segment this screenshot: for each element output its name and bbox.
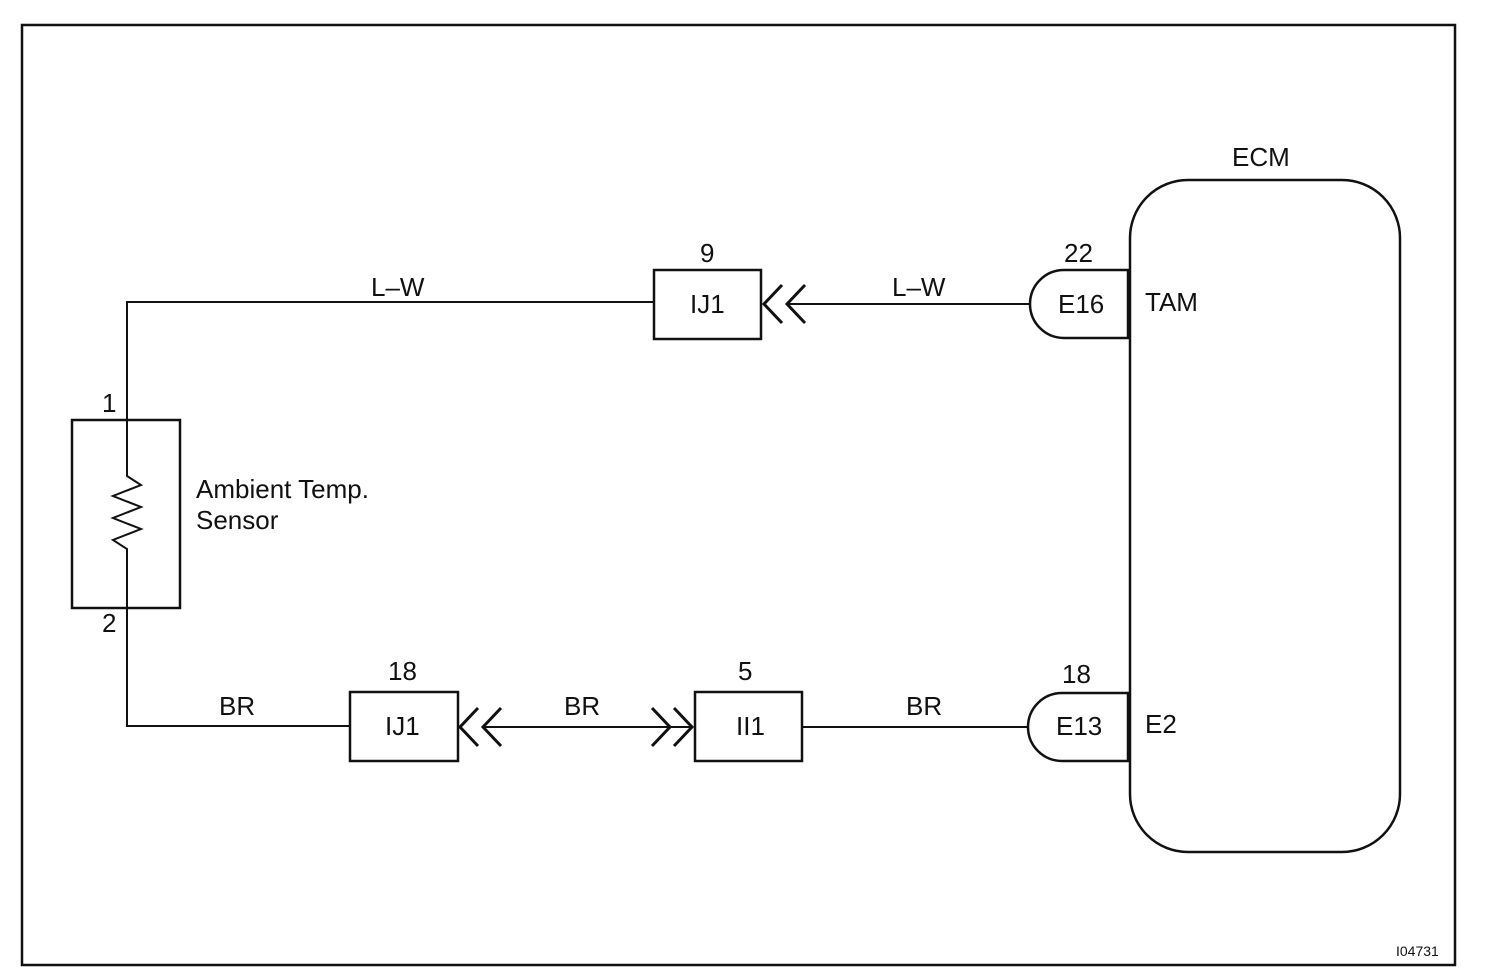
ecm-pin-tam: TAM xyxy=(1145,287,1198,317)
ecm-block xyxy=(1128,178,1402,854)
top-ecm-connector-e16 xyxy=(1028,268,1130,340)
bottom-right-chevron-2 xyxy=(672,706,695,748)
top-ecm-connector-e16-pin: 22 xyxy=(1064,238,1093,268)
top-connector-chevron-1 xyxy=(761,283,784,325)
ecm-label: ECM xyxy=(1232,142,1290,172)
bottom-junction-ii1-pin: 5 xyxy=(738,656,752,686)
bottom-left-chevron-2 xyxy=(480,706,503,748)
sensor-label-line2: Sensor xyxy=(196,505,279,535)
top-junction-ij1-label: IJ1 xyxy=(690,289,725,319)
bottom-junction-ii1 xyxy=(693,690,804,763)
figure-code: I04731 xyxy=(1396,943,1439,959)
bottom-junction-ij1-label: IJ1 xyxy=(385,711,420,741)
bottom-junction-ij1-pin: 18 xyxy=(388,656,417,686)
top-ecm-connector-e16-label: E16 xyxy=(1058,289,1104,319)
top-wire-color-right: L–W xyxy=(892,272,946,302)
sensor-pin-1: 1 xyxy=(102,388,116,418)
bottom-junction-ij1 xyxy=(348,690,460,763)
top-wire-left xyxy=(126,301,654,420)
diagram-frame xyxy=(20,23,1457,967)
bottom-wire-color-middle: BR xyxy=(564,691,600,721)
bottom-ecm-connector-e13-label: E13 xyxy=(1056,711,1102,741)
bottom-junction-ii1-label: II1 xyxy=(736,711,765,741)
sensor-label-line1: Ambient Temp. xyxy=(196,474,369,504)
ecm-pin-e2: E2 xyxy=(1145,709,1177,739)
top-junction-ij1 xyxy=(652,268,763,341)
bottom-wire-color-right: BR xyxy=(906,691,942,721)
bottom-right-chevron-1 xyxy=(650,706,673,748)
bottom-wire-color-left: BR xyxy=(219,691,255,721)
sensor-pin-2: 2 xyxy=(102,608,116,638)
sensor-resistor-symbol xyxy=(110,420,144,608)
top-wire-color-left: L–W xyxy=(371,272,425,302)
top-junction-ij1-pin: 9 xyxy=(700,238,714,268)
top-connector-chevron-2 xyxy=(784,283,807,325)
bottom-ecm-connector-e13-pin: 18 xyxy=(1062,659,1091,689)
bottom-ecm-connector-e13 xyxy=(1026,691,1130,763)
bottom-wire-left xyxy=(126,608,350,727)
bottom-left-chevron-1 xyxy=(457,706,480,748)
